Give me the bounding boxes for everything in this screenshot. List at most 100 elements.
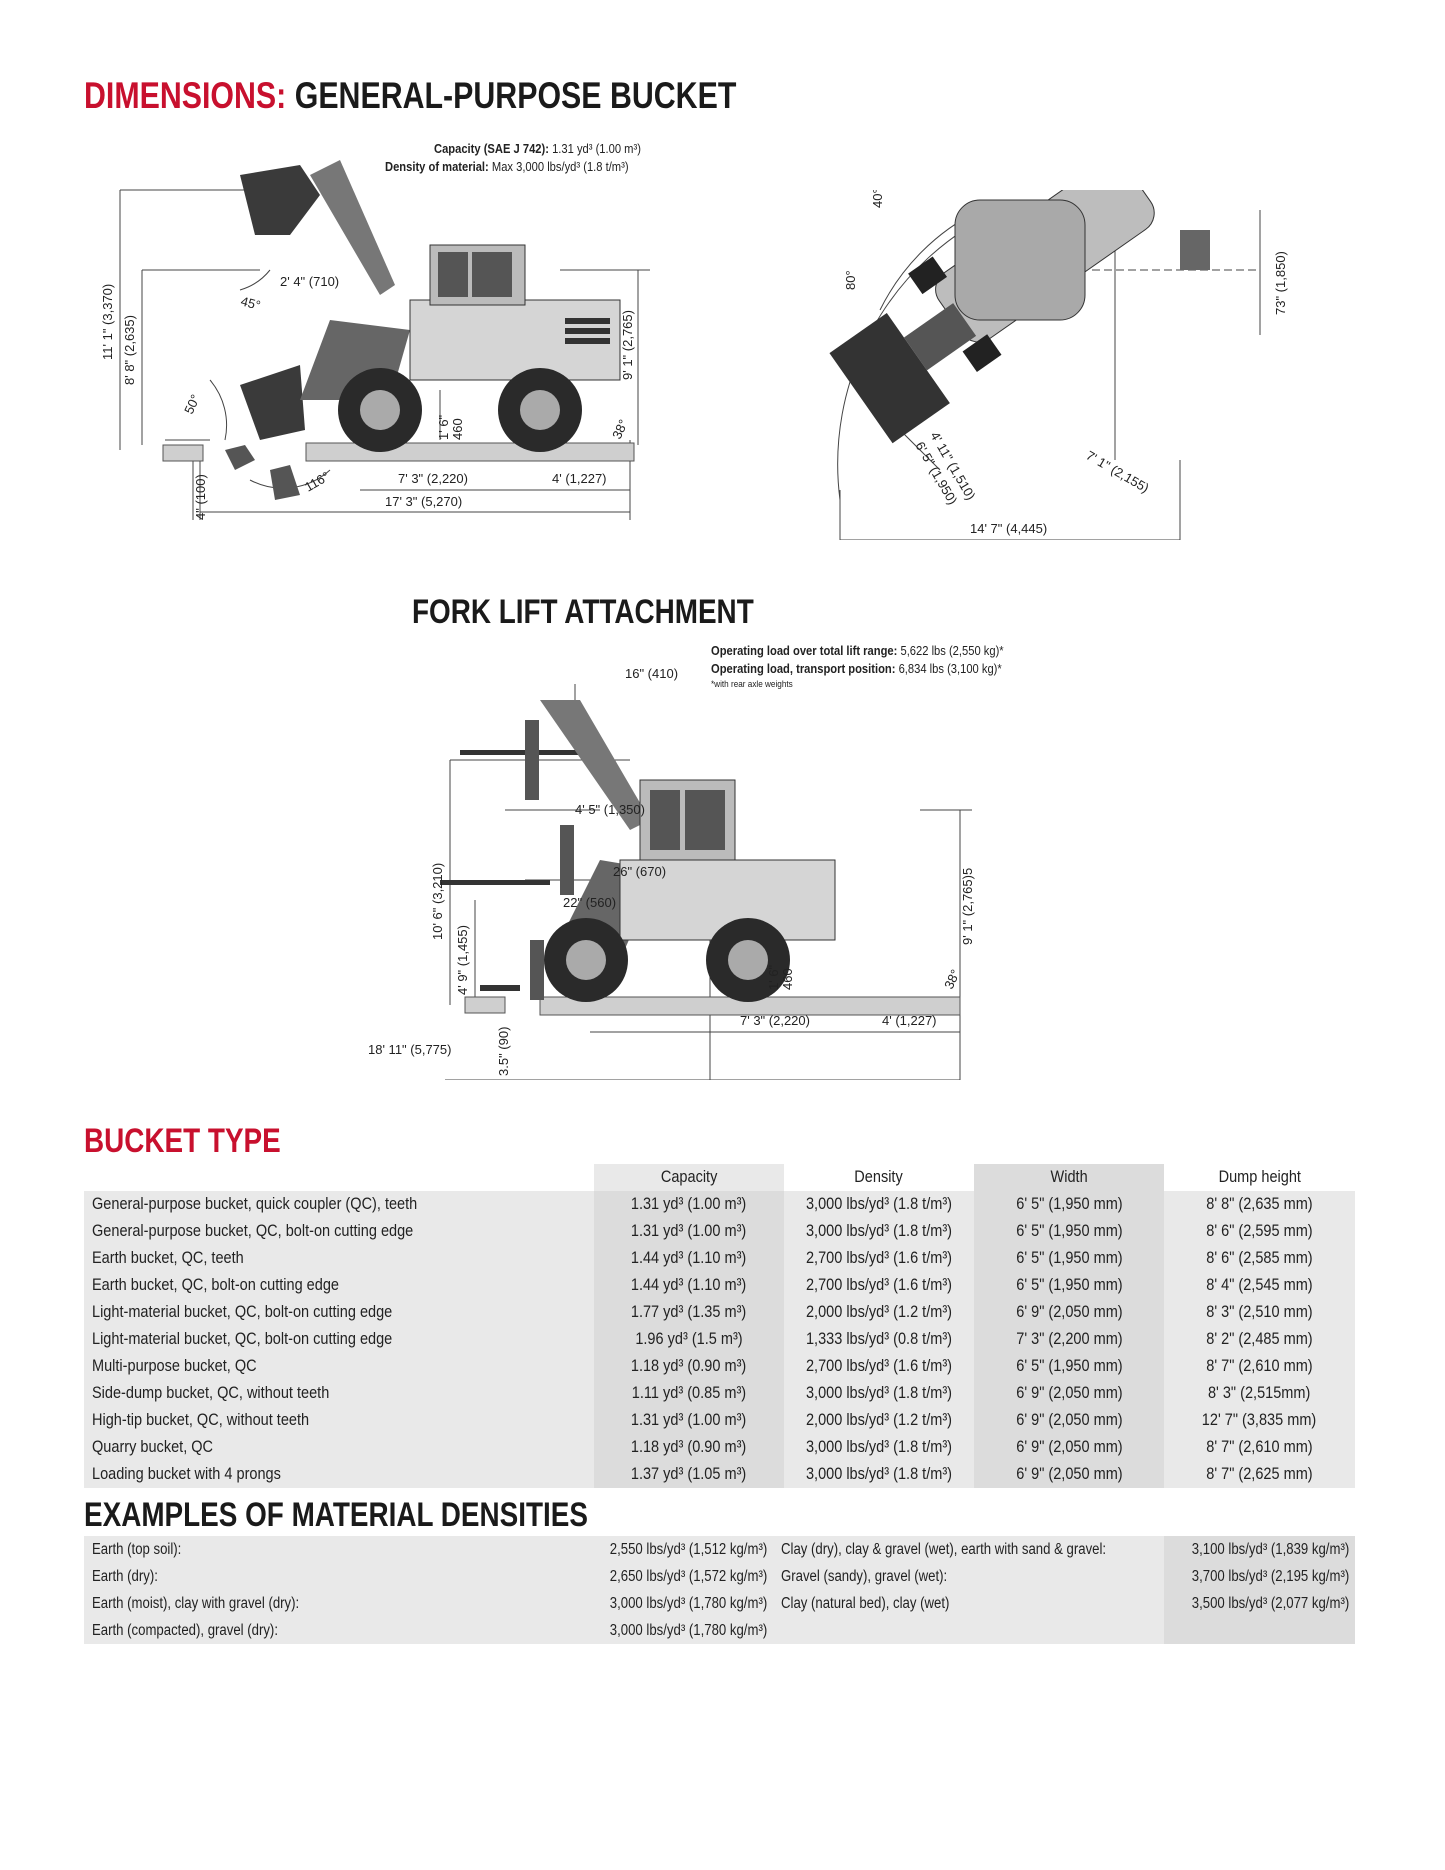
- dim-clearance: 1' 6": [436, 414, 451, 440]
- dim-overall-height: 9' 1" (2,765): [620, 310, 635, 380]
- bucket-name: General-purpose bucket, quick coupler (Q…: [84, 1191, 594, 1218]
- bucket-name: Multi-purpose bucket, QC: [84, 1353, 594, 1380]
- bucket-name: Side-dump bucket, QC, without teeth: [84, 1380, 594, 1407]
- bucket-capacity: 1.31 yd³ (1.00 m³): [594, 1191, 784, 1218]
- bucket-name: High-tip bucket, QC, without teeth: [84, 1407, 594, 1434]
- bucket-density: 2,700 lbs/yd³ (1.6 t/m³): [784, 1272, 974, 1299]
- bucket-density: 3,000 lbs/yd³ (1.8 t/m³): [784, 1461, 974, 1488]
- fork-dim-total-length: 18' 11" (5,775): [368, 1042, 451, 1057]
- bucket-type-table: Capacity Density Width Dump height Gener…: [84, 1164, 1355, 1488]
- material-name: Earth (moist), clay with gravel (dry):: [84, 1590, 583, 1617]
- fork-dim-reach: 4' 5" (1,350): [575, 802, 645, 817]
- bucket-density: 2,000 lbs/yd³ (1.2 t/m³): [784, 1407, 974, 1434]
- bucket-dump-height: 8' 4" (2,545 mm): [1164, 1272, 1355, 1299]
- dim-max-height: 11' 1" (3,370): [100, 284, 115, 360]
- bucket-dump-height: 8' 6" (2,595 mm): [1164, 1218, 1355, 1245]
- table-row: Light-material bucket, QC, bolt-on cutti…: [84, 1326, 1355, 1353]
- dim-turning-circle: 14' 7" (4,445): [970, 521, 1047, 536]
- bucket-capacity: 1.44 yd³ (1.10 m³): [594, 1272, 784, 1299]
- bucket-capacity: 1.31 yd³ (1.00 m³): [594, 1407, 784, 1434]
- bucket-capacity: 1.18 yd³ (0.90 m³): [594, 1353, 784, 1380]
- bucket-density-spec: Density of material: Max 3,000 lbs/yd³ (…: [385, 158, 629, 175]
- material-density: 3,100 lbs/yd³ (1,839 kg/m³): [1163, 1536, 1355, 1563]
- bucket-dump-height: 8' 3" (2,510 mm): [1164, 1299, 1355, 1326]
- bucket-width: 6' 5" (1,950 mm): [974, 1218, 1164, 1245]
- material-density: 2,650 lbs/yd³ (1,572 kg/m³): [582, 1563, 774, 1590]
- header-density: Density: [854, 1168, 904, 1186]
- bucket-capacity: 1.37 yd³ (1.05 m³): [594, 1461, 784, 1488]
- fork-dim-overall-height: 9' 1" (2,765)5: [960, 868, 975, 945]
- capacity-label: Capacity (SAE J 742):: [434, 141, 549, 156]
- fork-dim-clearance-mm: 460: [780, 968, 795, 990]
- bucket-dump-height: 8' 7" (2,610 mm): [1164, 1434, 1355, 1461]
- fork-dim-rear-overhang: 4' (1,227): [882, 1013, 937, 1028]
- bucket-width: 6' 9" (2,050 mm): [974, 1461, 1164, 1488]
- dim-angle-80: 80°: [843, 270, 858, 290]
- fork-dim-fork-length: 16" (410): [625, 666, 678, 681]
- bucket-width: 6' 5" (1,950 mm): [974, 1353, 1164, 1380]
- densities-heading: EXAMPLES OF MATERIAL DENSITIES: [84, 1496, 588, 1534]
- bucket-width: 6' 9" (2,050 mm): [974, 1434, 1164, 1461]
- bucket-width: 6' 9" (2,050 mm): [974, 1407, 1164, 1434]
- bucket-name: Earth bucket, QC, bolt-on cutting edge: [84, 1272, 594, 1299]
- bucket-density: 3,000 lbs/yd³ (1.8 t/m³): [784, 1191, 974, 1218]
- material-density: 3,000 lbs/yd³ (1,780 kg/m³): [582, 1590, 774, 1617]
- bucket-density: 1,333 lbs/yd³ (0.8 t/m³): [784, 1326, 974, 1353]
- bucket-width: 6' 5" (1,950 mm): [974, 1272, 1164, 1299]
- dim-angle-38: 38°: [609, 417, 631, 441]
- fork-transport-load: Operating load, transport position: 6,83…: [711, 660, 1002, 677]
- bucket-side-view-diagram: 11' 1" (3,370) 8' 8" (2,635) 2' 4" (710)…: [100, 160, 650, 520]
- bucket-width: 6' 9" (2,050 mm): [974, 1299, 1164, 1326]
- bucket-density: 3,000 lbs/yd³ (1.8 t/m³): [784, 1434, 974, 1461]
- bucket-name: Quarry bucket, QC: [84, 1434, 594, 1461]
- operating-load-label: Operating load over total lift range:: [711, 643, 898, 658]
- fork-footnote: *with rear axle weights: [711, 679, 793, 690]
- bucket-dump-height: 8' 6" (2,585 mm): [1164, 1245, 1355, 1272]
- bucket-width: 6' 5" (1,950 mm): [974, 1245, 1164, 1272]
- table-row: Earth (top soil):2,550 lbs/yd³ (1,512 kg…: [84, 1536, 1355, 1563]
- fork-dim-load-center: 22" (560): [563, 895, 616, 910]
- dim-reach: 2' 4" (710): [280, 274, 339, 289]
- material-name: Earth (dry):: [84, 1563, 583, 1590]
- operating-load-value: 5,622 lbs (2,550 kg)*: [900, 643, 1004, 658]
- bucket-density: 2,700 lbs/yd³ (1.6 t/m³): [784, 1353, 974, 1380]
- bucket-dump-height: 8' 7" (2,625 mm): [1164, 1461, 1355, 1488]
- table-row: General-purpose bucket, QC, bolt-on cutt…: [84, 1218, 1355, 1245]
- bucket-dump-height: 8' 2" (2,485 mm): [1164, 1326, 1355, 1353]
- dim-angle-45: 45°: [239, 293, 262, 313]
- header-capacity: Capacity: [594, 1164, 784, 1191]
- material-name: Gravel (sandy), gravel (wet):: [773, 1563, 1164, 1590]
- dimensions-heading-black: GENERAL-PURPOSE BUCKET: [294, 75, 737, 116]
- material-name: Clay (dry), clay & gravel (wet), earth w…: [773, 1536, 1164, 1563]
- dim-clearance-mm: 460: [450, 418, 465, 440]
- material-name: [773, 1617, 1164, 1644]
- dim-total-length: 17' 3" (5,270): [385, 494, 462, 509]
- bucket-density: 3,000 lbs/yd³ (1.8 t/m³): [784, 1218, 974, 1245]
- fork-dim-max-height: 10' 6" (3,210): [430, 863, 445, 940]
- bucket-dump-height: 12' 7" (3,835 mm): [1164, 1407, 1355, 1434]
- material-density: 3,000 lbs/yd³ (1,780 kg/m³): [582, 1617, 774, 1644]
- bucket-density: 2,000 lbs/yd³ (1.2 t/m³): [784, 1299, 974, 1326]
- dim-wheelbase: 7' 3" (2,220): [398, 471, 468, 486]
- bucket-capacity: 1.77 yd³ (1.35 m³): [594, 1299, 784, 1326]
- bucket-name: Light-material bucket, QC, bolt-on cutti…: [84, 1326, 594, 1353]
- table-row: General-purpose bucket, quick coupler (Q…: [84, 1191, 1355, 1218]
- dim-angle-50: 50°: [181, 392, 203, 416]
- bucket-name: Earth bucket, QC, teeth: [84, 1245, 594, 1272]
- header-width: Width: [974, 1164, 1164, 1191]
- bucket-capacity: 1.11 yd³ (0.85 m³): [594, 1380, 784, 1407]
- bucket-capacity: 1.31 yd³ (1.00 m³): [594, 1218, 784, 1245]
- density-label: Density of material:: [385, 159, 489, 174]
- fork-operating-load: Operating load over total lift range: 5,…: [711, 642, 1004, 659]
- material-name: Clay (natural bed), clay (wet): [773, 1590, 1164, 1617]
- material-density: 3,500 lbs/yd³ (2,077 kg/m³): [1163, 1590, 1355, 1617]
- bucket-name: Light-material bucket, QC, bolt-on cutti…: [84, 1299, 594, 1326]
- header-dump-height: Dump height: [1218, 1168, 1301, 1186]
- material-name: Earth (top soil):: [84, 1536, 583, 1563]
- material-density-table: Earth (top soil):2,550 lbs/yd³ (1,512 kg…: [84, 1536, 1355, 1644]
- table-row: Earth (dry):2,650 lbs/yd³ (1,572 kg/m³)G…: [84, 1563, 1355, 1590]
- fork-dim-clearance: 1' 6": [766, 964, 781, 990]
